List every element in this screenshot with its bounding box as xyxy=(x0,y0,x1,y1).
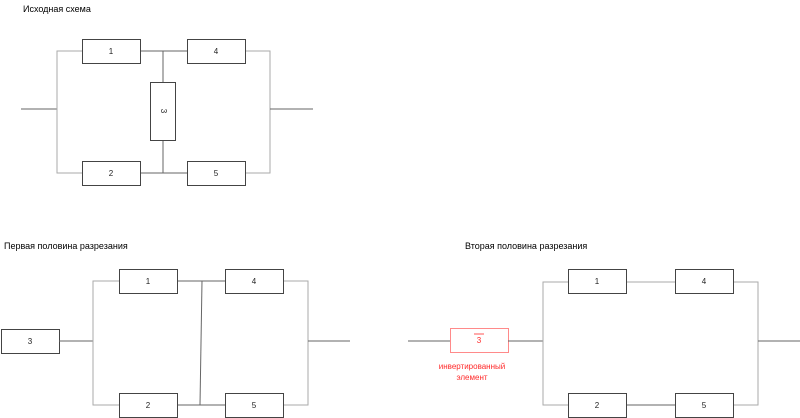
element-5: 5 xyxy=(225,393,284,418)
svg-text:3: 3 xyxy=(477,336,482,345)
inverted-element-3: 3 xyxy=(450,328,509,353)
svg-text:2: 2 xyxy=(109,169,114,178)
element-3: 3 xyxy=(1,329,60,354)
second-half-title: Вторая половина разрезания xyxy=(465,241,587,251)
element-2: 2 xyxy=(82,161,141,186)
shorted-bridge xyxy=(199,280,203,406)
element-4: 4 xyxy=(675,269,734,294)
svg-text:4: 4 xyxy=(214,47,219,56)
left-bus xyxy=(56,50,82,174)
right-bus xyxy=(283,280,309,406)
inverted-label-line1: инвертированный xyxy=(439,362,505,371)
element-1: 1 xyxy=(568,269,627,294)
element-4: 4 xyxy=(187,39,246,64)
original-scheme: Исходная схема 1 4 2 5 3 xyxy=(21,4,313,186)
original-title: Исходная схема xyxy=(23,4,91,14)
svg-text:4: 4 xyxy=(702,277,707,286)
svg-text:3: 3 xyxy=(159,109,168,114)
svg-text:3: 3 xyxy=(28,337,33,346)
svg-text:5: 5 xyxy=(702,401,707,410)
element-2: 2 xyxy=(568,393,627,418)
svg-text:5: 5 xyxy=(214,169,219,178)
element-1: 1 xyxy=(82,39,141,64)
svg-text:2: 2 xyxy=(146,401,151,410)
left-bus xyxy=(92,280,119,406)
svg-text:1: 1 xyxy=(109,47,114,56)
second-half-scheme: Вторая половина разрезания 3 инвертирова… xyxy=(408,241,800,418)
svg-text:1: 1 xyxy=(146,277,151,286)
first-half-scheme: Первая половина разрезания 3 1 4 2 5 xyxy=(1,241,350,418)
svg-text:4: 4 xyxy=(252,277,257,286)
left-bus xyxy=(542,281,568,406)
element-5: 5 xyxy=(675,393,734,418)
element-5: 5 xyxy=(187,161,246,186)
element-1: 1 xyxy=(119,269,178,294)
right-bus xyxy=(733,281,759,406)
element-4: 4 xyxy=(225,269,284,294)
svg-text:2: 2 xyxy=(595,401,600,410)
element-3: 3 xyxy=(150,82,176,141)
inverted-label-line2: элемент xyxy=(456,373,487,382)
first-half-title: Первая половина разрезания xyxy=(4,241,128,251)
svg-text:5: 5 xyxy=(252,401,257,410)
right-bus xyxy=(246,50,271,174)
svg-text:1: 1 xyxy=(595,277,600,286)
element-2: 2 xyxy=(119,393,178,418)
